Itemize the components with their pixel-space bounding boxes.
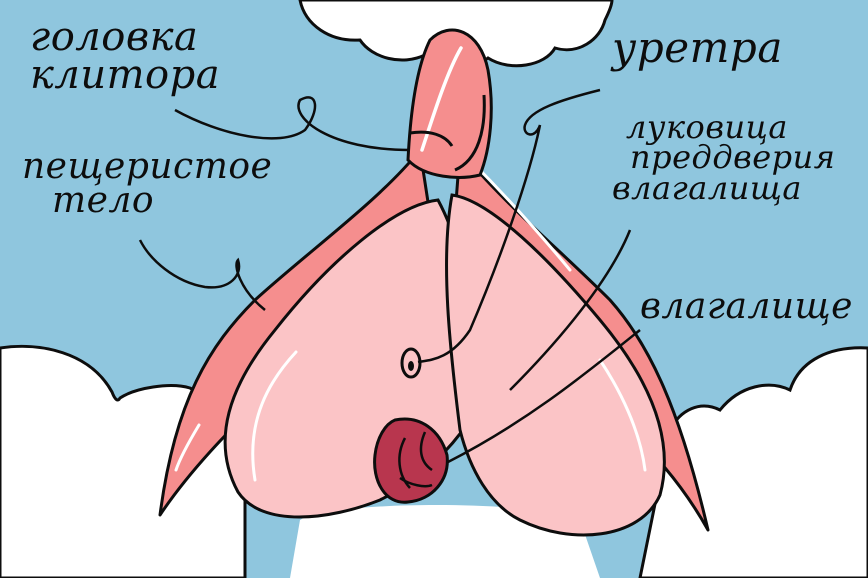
- right-crus-highlight: [468, 158, 572, 272]
- label-glans-line-1: головка: [30, 14, 199, 60]
- right-bulb: [445, 193, 666, 537]
- vaginal-opening: [373, 417, 449, 504]
- label-vagina: влагалище: [640, 286, 853, 327]
- label-corpus-cavernosum: пещеристое тело: [22, 146, 273, 222]
- left-crus-highlight: [174, 423, 201, 472]
- cloud-bottom-right: [638, 346, 868, 578]
- label-bulb-line-2: преддверия: [630, 138, 836, 177]
- label-vagina-line-1: влагалище: [640, 286, 853, 327]
- label-bulb-line-1: луковица: [626, 108, 788, 146]
- label-corpus-line-2: тело: [52, 180, 155, 222]
- leader-glans: [174, 96, 411, 152]
- glans-hood-line: [409, 130, 454, 147]
- left-bulb-highlight: [251, 350, 298, 482]
- label-glans-clitoris: головка клитора: [30, 14, 221, 98]
- glans-side-line: [454, 94, 486, 172]
- leader-bulb: [509, 229, 632, 391]
- vaginal-fold-2: [419, 431, 433, 472]
- leader-vagina: [447, 329, 641, 464]
- glans-highlight: [420, 46, 463, 152]
- label-vestibular-bulb: луковица преддверия влагалища: [612, 108, 836, 207]
- leader-corpus: [138, 239, 266, 311]
- cloud-bottom-center: [290, 505, 600, 578]
- vaginal-fold-1: [398, 437, 411, 489]
- label-urethra-line-1: уретра: [612, 23, 783, 72]
- urethral-opening-inner: [408, 361, 414, 371]
- vaginal-fold-3: [399, 476, 433, 488]
- right-bulb-highlight: [598, 358, 647, 472]
- label-bulb-line-3: влагалища: [612, 168, 802, 207]
- leader-urethra: [417, 88, 601, 364]
- glans-clitoris: [406, 28, 493, 179]
- label-glans-line-2: клитора: [30, 52, 221, 98]
- label-corpus-line-1: пещеристое: [22, 146, 273, 187]
- label-urethra: уретра: [612, 23, 783, 72]
